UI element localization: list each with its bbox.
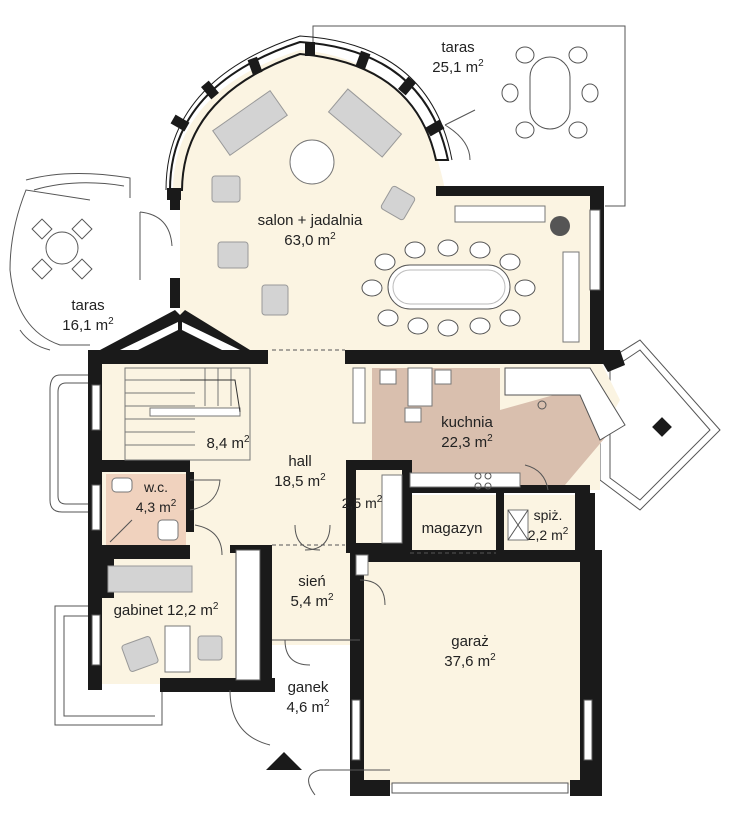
room-area: 5,4	[290, 593, 311, 610]
svg-text:22,3 m2: 22,3 m2	[441, 433, 493, 451]
area-exponent: 2	[213, 601, 219, 612]
room-name: taras	[71, 297, 104, 314]
svg-text:8,4 m2: 8,4 m2	[206, 434, 250, 452]
room-name: magazyn	[422, 520, 483, 537]
svg-text:63,0 m2: 63,0 m2	[284, 231, 336, 249]
room-name: hall	[288, 453, 311, 470]
room-area: 2,5	[342, 495, 362, 511]
room-area: 63,0	[284, 232, 313, 249]
area-unit: m	[308, 473, 321, 490]
svg-text:2,5 m2: 2,5 m2	[342, 494, 383, 511]
doors	[139, 109, 549, 796]
area-exponent: 2	[478, 58, 484, 69]
room-name: garaż	[451, 633, 489, 650]
svg-text:sień: sień	[298, 573, 326, 590]
area-exponent: 2	[487, 433, 493, 444]
area-unit: m	[475, 434, 488, 451]
svg-text:16,1 m2: 16,1 m2	[62, 316, 114, 334]
room-name: taras	[441, 39, 474, 56]
svg-text:2,2 m2: 2,2 m2	[528, 526, 569, 543]
room-name: gabinet	[114, 602, 164, 619]
area-unit: m	[96, 317, 109, 334]
area-exponent: 2	[108, 316, 114, 327]
svg-text:gabinet 12,2 m2: gabinet 12,2 m2	[114, 601, 219, 619]
room-name: w.c.	[143, 479, 168, 495]
area-unit: m	[159, 499, 171, 515]
area-exponent: 2	[490, 652, 496, 663]
room-area: 25,1	[432, 59, 461, 76]
room-area: 4,6	[286, 699, 307, 716]
room-name: sień	[298, 573, 326, 590]
area-exponent: 2	[171, 498, 177, 509]
svg-text:taras: taras	[441, 39, 474, 56]
svg-text:37,6 m2: 37,6 m2	[444, 652, 496, 670]
room-area: 18,5	[274, 473, 303, 490]
staircase	[124, 367, 251, 461]
area-unit: m	[318, 232, 331, 249]
area-unit: m	[365, 495, 377, 511]
walls	[88, 35, 672, 796]
area-exponent: 2	[330, 231, 336, 242]
area-unit: m	[478, 653, 491, 670]
room-name: kuchnia	[441, 414, 493, 431]
area-unit: m	[466, 59, 479, 76]
svg-text:ganek: ganek	[288, 679, 329, 696]
terrace-west	[9, 172, 131, 351]
svg-text:taras: taras	[71, 297, 104, 314]
area-unit: m	[315, 593, 328, 610]
windows	[91, 209, 601, 794]
room-area: 16,1	[62, 317, 91, 334]
svg-text:magazyn: magazyn	[422, 520, 483, 537]
svg-text:kuchnia: kuchnia	[441, 414, 493, 431]
svg-text:4,3 m2: 4,3 m2	[136, 498, 177, 515]
window-box-gabinet	[54, 605, 163, 726]
room-name: ganek	[288, 679, 329, 696]
room-area: 2,2	[528, 527, 548, 543]
svg-text:w.c.: w.c.	[143, 479, 168, 495]
svg-text:25,1 m2: 25,1 m2	[432, 58, 484, 76]
area-exponent: 2	[244, 434, 250, 445]
area-exponent: 2	[324, 698, 330, 709]
room-area: 22,3	[441, 434, 470, 451]
svg-text:spiż.: spiż.	[534, 507, 563, 523]
area-unit: m	[311, 699, 324, 716]
room-area: 8,4	[206, 435, 227, 452]
furniture	[31, 46, 626, 770]
area-exponent: 2	[563, 526, 569, 537]
room-area: 37,6	[444, 653, 473, 670]
window-box-left-hall	[49, 374, 90, 513]
svg-text:salon + jadalnia: salon + jadalnia	[258, 212, 363, 229]
room-labels: taras 25,1 m2 taras 16,1 m2 salon + jada…	[62, 39, 568, 716]
area-exponent: 2	[377, 494, 383, 505]
room-name: salon + jadalnia	[258, 212, 363, 229]
room-name: spiż.	[534, 507, 563, 523]
svg-text:garaż: garaż	[451, 633, 489, 650]
area-unit: m	[231, 435, 244, 452]
svg-text:5,4 m2: 5,4 m2	[290, 592, 334, 610]
room-area: 4,3	[136, 499, 156, 515]
area-unit: m	[551, 527, 563, 543]
area-unit: m	[200, 602, 213, 619]
svg-text:4,6 m2: 4,6 m2	[286, 698, 330, 716]
svg-text:18,5 m2: 18,5 m2	[274, 472, 326, 490]
area-exponent: 2	[328, 592, 334, 603]
room-area: 12,2	[167, 602, 196, 619]
svg-text:hall: hall	[288, 453, 311, 470]
area-exponent: 2	[320, 472, 326, 483]
